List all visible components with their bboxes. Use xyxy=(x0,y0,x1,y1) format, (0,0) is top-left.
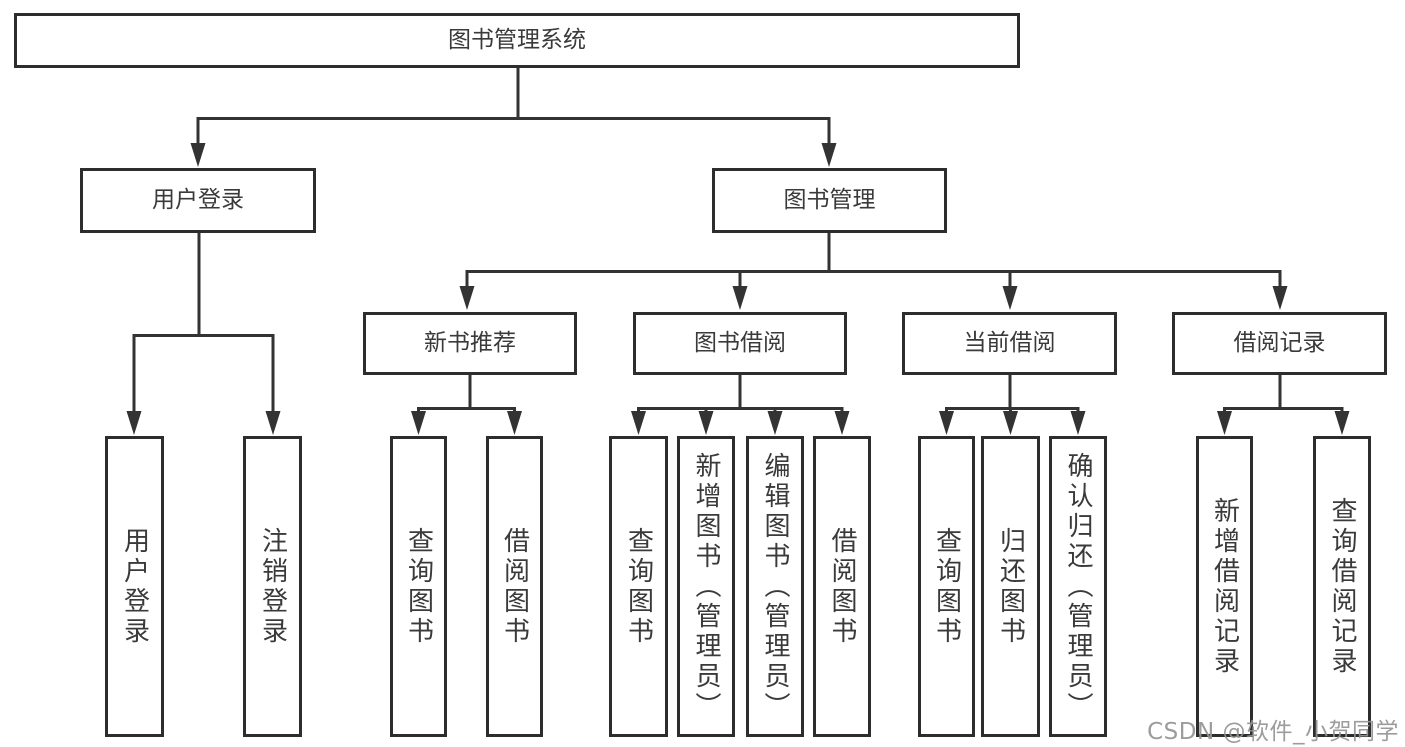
node-current-borrowing: 当前借阅 xyxy=(902,312,1117,375)
leaf-add-borrow-record: 新增借阅记录 xyxy=(1196,436,1253,737)
leaf-logout-login: 注销登录 xyxy=(243,436,302,737)
leaf-borrow-books-2: 借阅图书 xyxy=(813,436,871,737)
csdn-watermark: CSDN @软件_小贺同学 xyxy=(1147,719,1399,745)
leaf-confirm-return-admin: 确认归还（管理员） xyxy=(1049,436,1107,737)
leaf-query-books-1: 查询图书 xyxy=(390,436,447,737)
leaf-query-books-3: 查询图书 xyxy=(918,436,975,737)
node-borrowing-records: 借阅记录 xyxy=(1172,312,1387,375)
node-user-login: 用户登录 xyxy=(80,168,316,233)
leaf-add-book-admin: 新增图书（管理员） xyxy=(677,436,735,737)
node-new-book-recommend: 新书推荐 xyxy=(363,312,577,375)
leaf-user-login: 用户登录 xyxy=(105,436,164,737)
leaf-return-books: 归还图书 xyxy=(981,436,1040,737)
node-book-management: 图书管理 xyxy=(712,168,947,233)
arrowhead-icons xyxy=(126,143,1350,435)
leaf-borrow-books-1: 借阅图书 xyxy=(486,436,543,737)
leaf-query-books-2: 查询图书 xyxy=(609,436,668,737)
node-library-system: 图书管理系统 xyxy=(14,13,1020,68)
node-book-borrowing: 图书借阅 xyxy=(633,312,847,375)
leaf-edit-book-admin: 编辑图书（管理员） xyxy=(746,436,804,737)
leaf-query-borrow-record: 查询借阅记录 xyxy=(1313,436,1371,737)
